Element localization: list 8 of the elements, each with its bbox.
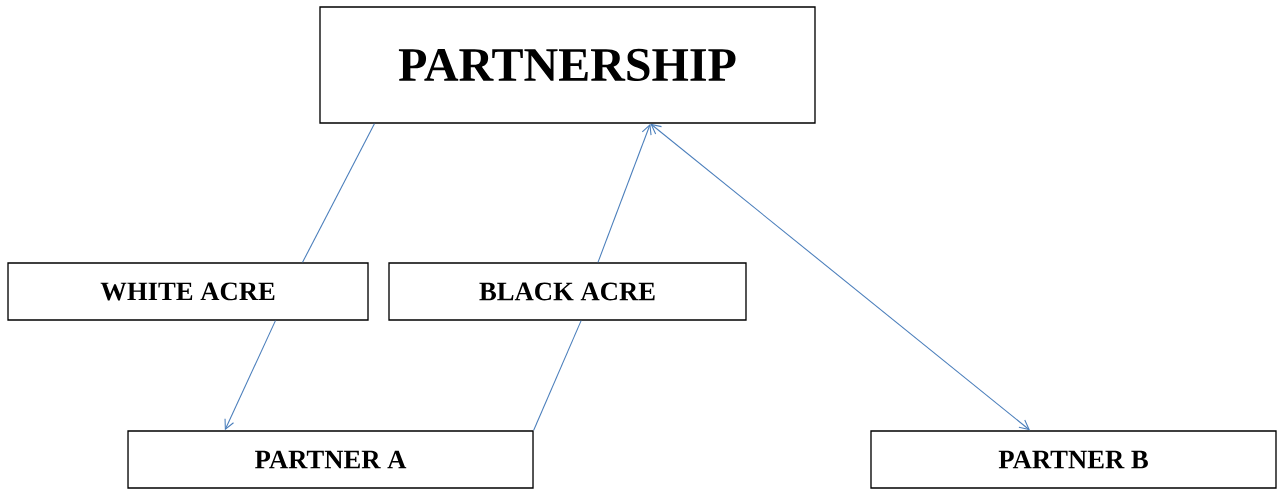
label-box: WHITE ACRE [7, 262, 369, 321]
label-box: PARTNER A [127, 430, 534, 489]
label-box: PARTNERSHIP [319, 6, 816, 124]
label-box: BLACK ACRE [388, 262, 747, 321]
arrow [597, 123, 652, 263]
label-box: PARTNER B [870, 430, 1277, 489]
arrow [224, 320, 276, 431]
arrow [650, 123, 1030, 431]
